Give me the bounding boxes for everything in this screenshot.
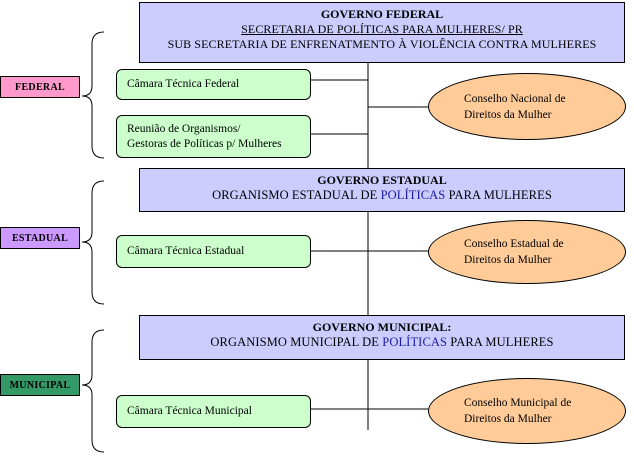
organismo-estadual-text: ORGANISMO ESTADUAL DE POLÍTICAS PARA MUL…	[140, 188, 624, 203]
camara-tecnica-municipal: Câmara Técnica Municipal	[116, 395, 311, 428]
conselho-estadual-ellipse: Conselho Estadual de Direitos da Mulher	[428, 220, 626, 284]
governo-estadual-box: GOVERNO ESTADUAL ORGANISMO ESTADUAL DE P…	[139, 168, 625, 212]
conselho-nacional-ellipse: Conselho Nacional de Direitos da Mulher	[428, 73, 626, 140]
subsecretaria-text: SUB SECRETARIA DE ENFRENATMENTO À VIOLÊN…	[167, 37, 597, 51]
conselho-nacional-line2: Direitos da Mulher	[464, 108, 552, 121]
organismo-estadual-pre: ORGANISMO ESTADUAL DE	[212, 188, 381, 202]
level-federal-label: FEDERAL	[15, 81, 65, 93]
governo-estadual-title: GOVERNO ESTADUAL	[317, 173, 447, 187]
federal-brace	[81, 31, 105, 159]
camara-estadual-label: Câmara Técnica Estadual	[127, 245, 245, 257]
organismo-municipal-text: ORGANISMO MUNICIPAL DE POLÍTICAS PARA MU…	[140, 335, 624, 350]
governo-municipal-box: GOVERNO MUNICIPAL: ORGANISMO MUNICIPAL D…	[139, 315, 625, 360]
organismo-municipal-politicas: POLÍTICAS	[382, 335, 448, 349]
organismo-municipal-post: PARA MULHERES	[447, 335, 554, 349]
conselho-municipal-ellipse: Conselho Municipal de Direitos da Mulher	[428, 378, 626, 444]
camara-municipal-label: Câmara Técnica Municipal	[127, 405, 252, 417]
level-municipal: MUNICIPAL	[0, 374, 80, 396]
organismo-estadual-politicas: POLÍTICAS	[380, 188, 446, 202]
level-federal: FEDERAL	[0, 76, 80, 98]
municipal-brace	[81, 329, 105, 453]
conselho-nacional-line1: Conselho Nacional de	[464, 92, 566, 105]
governo-federal-box: GOVERNO FEDERAL SECRETARIA DE POLÍTICAS …	[139, 2, 625, 63]
conselho-municipal-line2: Direitos da Mulher	[464, 413, 552, 425]
secretaria-text: SECRETARIA DE POLÍTICAS PARA MULHERES/ P…	[241, 22, 523, 36]
level-estadual-label: ESTADUAL	[11, 232, 69, 244]
governo-municipal-title: GOVERNO MUNICIPAL:	[312, 320, 452, 334]
governo-federal-title: GOVERNO FEDERAL	[320, 7, 444, 21]
organismo-municipal-pre: ORGANISMO MUNICIPAL DE	[210, 335, 383, 349]
organismo-estadual-post: PARA MULHERES	[445, 188, 552, 202]
camara-tecnica-estadual: Câmara Técnica Estadual	[116, 235, 311, 268]
estadual-brace	[81, 180, 105, 305]
reuniao-line1: Reunião de Organismos/	[127, 122, 241, 135]
camara-federal-label: Câmara Técnica Federal	[127, 78, 240, 90]
level-municipal-label: MUNICIPAL	[9, 379, 71, 391]
camara-tecnica-federal: Câmara Técnica Federal	[116, 69, 311, 100]
reuniao-organismos-box: Reunião de Organismos/ Gestoras de Polít…	[116, 115, 311, 158]
conselho-estadual-line2: Direitos da Mulher	[464, 254, 552, 266]
level-estadual: ESTADUAL	[0, 227, 80, 249]
conselho-estadual-line1: Conselho Estadual de	[464, 238, 564, 250]
reuniao-line2: Gestoras de Políticas p/ Mulheres	[127, 137, 282, 150]
conselho-municipal-line1: Conselho Municipal de	[464, 397, 572, 409]
